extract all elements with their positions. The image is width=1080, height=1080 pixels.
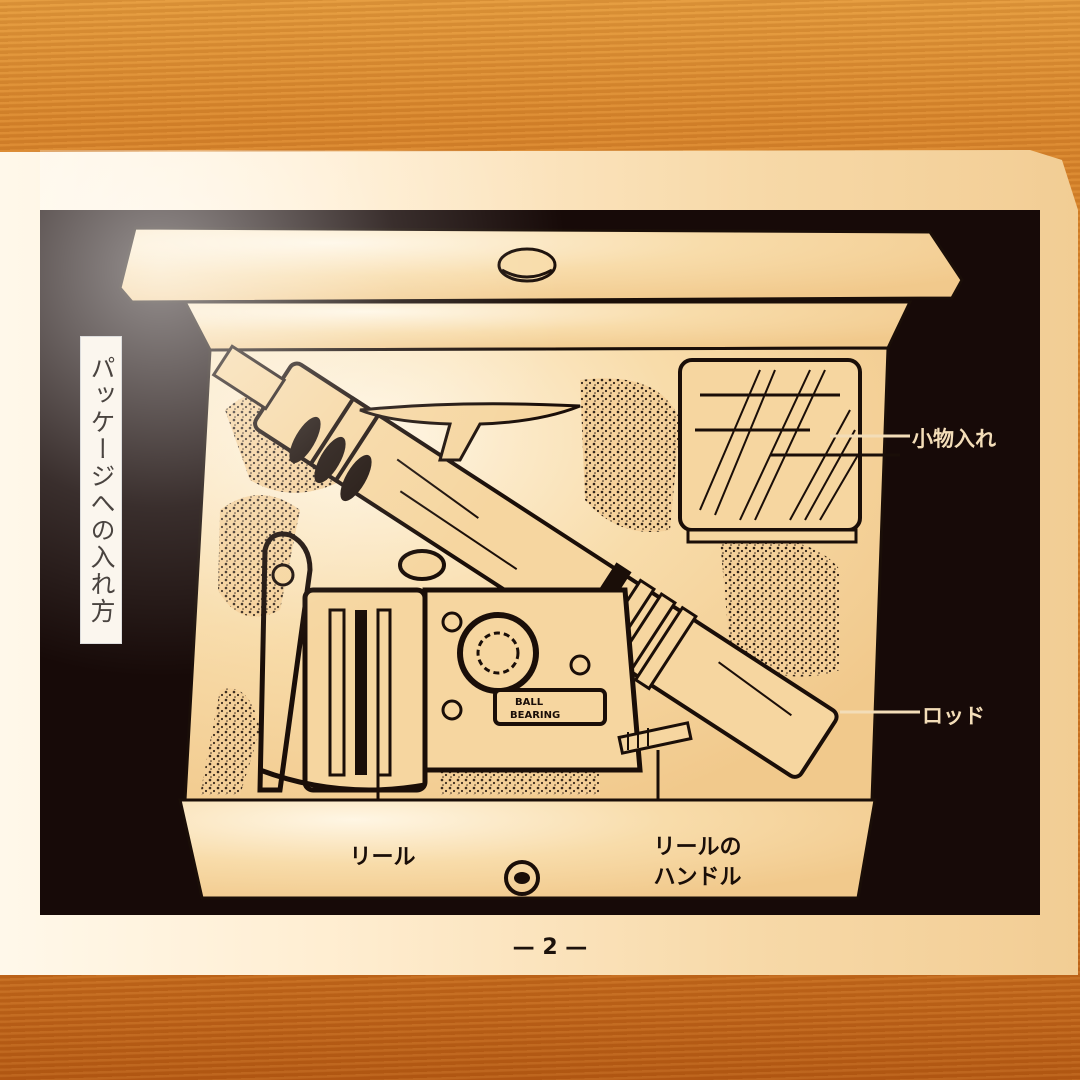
- svg-text:BEARING: BEARING: [510, 710, 560, 721]
- lid-front: [182, 300, 913, 352]
- section-title: パッケージへの入れ方: [87, 355, 116, 625]
- box-front-panel: [178, 798, 877, 900]
- callout-reel-handle: リールの ハンドル: [653, 835, 742, 890]
- page-number: — 2 —: [512, 935, 588, 960]
- callout-rod: ロッド: [922, 704, 985, 728]
- svg-text:BALL: BALL: [515, 697, 544, 708]
- callout-reel: リール: [349, 845, 416, 870]
- callout-small-case: 小物入れ: [912, 427, 996, 451]
- front-knob-icon: [504, 860, 540, 896]
- section-title-box: パッケージへの入れ方: [80, 336, 122, 644]
- package-illustration: BALL BEARING: [40, 210, 1040, 915]
- small-parts-case: [678, 358, 900, 544]
